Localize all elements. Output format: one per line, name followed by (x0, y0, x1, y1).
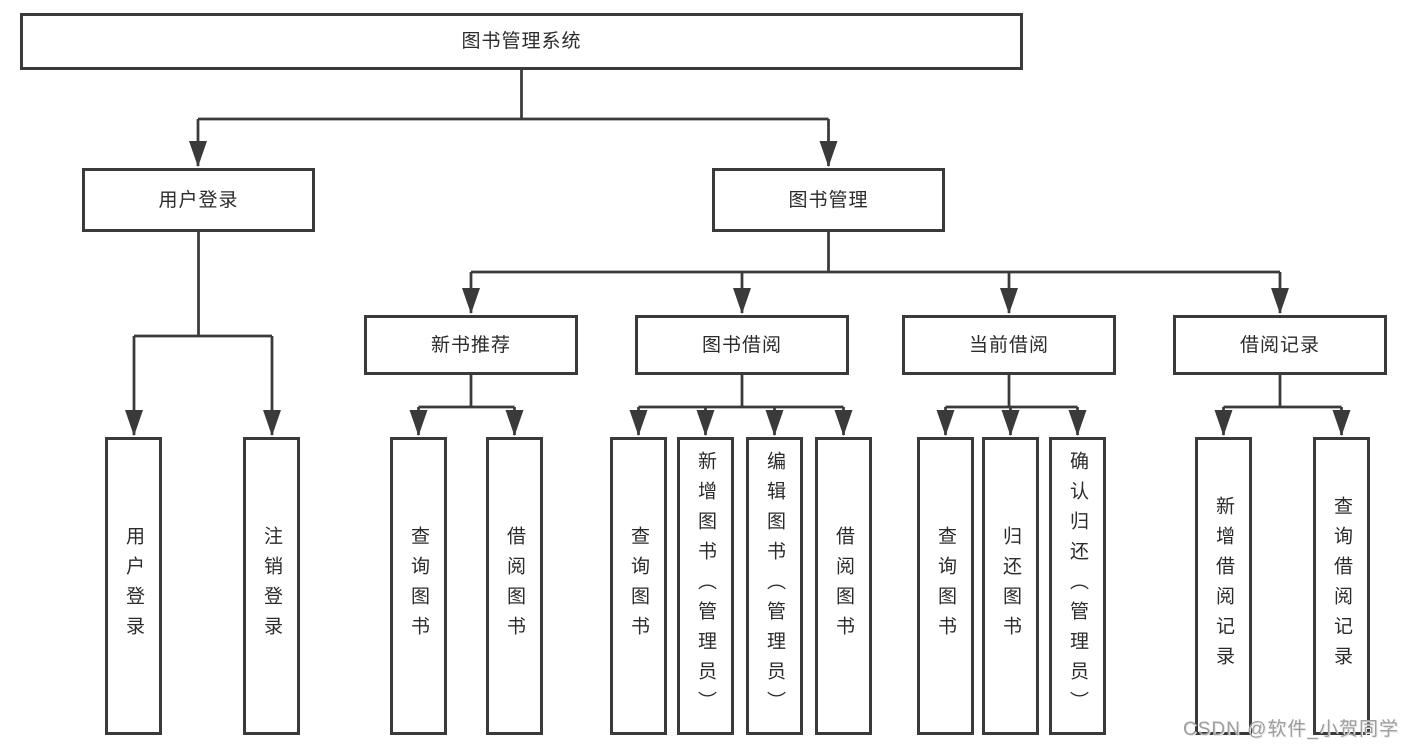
leaf-query-books-recommend: 查询图书 (390, 437, 447, 735)
leaf-user-login: 用户登录 (105, 437, 162, 735)
leaf-query-borrow-record-label: 查询借阅记录 (1331, 496, 1352, 676)
leaf-user-login-label: 用户登录 (123, 526, 144, 646)
leaf-edit-book-admin-label: 编辑图书（管理员） (764, 451, 785, 721)
leaf-edit-book-admin: 编辑图书（管理员） (746, 437, 803, 735)
leaf-logout: 注销登录 (243, 437, 300, 735)
csdn-watermark: CSDN @软件_小贺同学 (1183, 719, 1399, 740)
leaf-return-books-label: 归还图书 (1000, 526, 1021, 646)
node-root-system: 图书管理系统 (20, 13, 1023, 70)
node-borrow-records: 借阅记录 (1173, 315, 1387, 375)
leaf-borrow-books-recommend: 借阅图书 (486, 437, 543, 735)
leaf-confirm-return-admin: 确认归还（管理员） (1049, 437, 1106, 735)
leaf-borrow-books-borrow-label: 借阅图书 (833, 526, 854, 646)
leaf-query-books-borrow: 查询图书 (610, 437, 667, 735)
leaf-query-books-current: 查询图书 (917, 437, 974, 735)
node-user-login: 用户登录 (82, 168, 315, 232)
node-book-borrow: 图书借阅 (635, 315, 849, 375)
leaf-add-borrow-record: 新增借阅记录 (1195, 437, 1252, 735)
leaf-query-borrow-record: 查询借阅记录 (1313, 437, 1370, 735)
leaf-logout-label: 注销登录 (261, 526, 282, 646)
leaf-query-books-recommend-label: 查询图书 (408, 526, 429, 646)
leaf-borrow-books-recommend-label: 借阅图书 (504, 526, 525, 646)
leaf-return-books: 归还图书 (982, 437, 1039, 735)
leaf-borrow-books-borrow: 借阅图书 (815, 437, 872, 735)
leaf-confirm-return-admin-label: 确认归还（管理员） (1067, 451, 1088, 721)
node-current-borrow: 当前借阅 (902, 315, 1116, 375)
leaf-query-books-current-label: 查询图书 (935, 526, 956, 646)
node-new-book-recommend: 新书推荐 (364, 315, 578, 375)
node-book-management: 图书管理 (712, 168, 945, 232)
leaf-add-book-admin: 新增图书（管理员） (677, 437, 734, 735)
leaf-query-books-borrow-label: 查询图书 (628, 526, 649, 646)
leaf-add-borrow-record-label: 新增借阅记录 (1213, 496, 1234, 676)
leaf-add-book-admin-label: 新增图书（管理员） (695, 451, 716, 721)
